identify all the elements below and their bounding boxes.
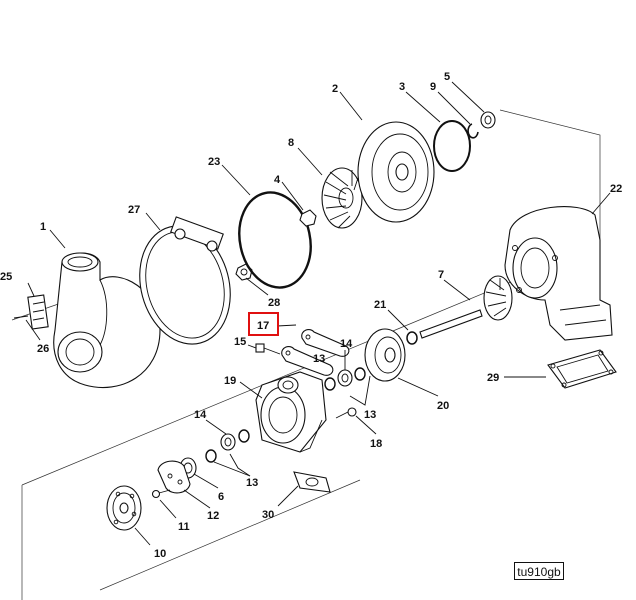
callout-9: 9 — [430, 81, 436, 93]
callout-25: 25 — [0, 271, 12, 283]
o-ring-large — [238, 191, 312, 289]
heat-shield — [364, 328, 406, 382]
callout-13-lower: 13 — [246, 477, 258, 489]
callout-14-lower: 14 — [194, 409, 207, 421]
callout-4: 4 — [274, 174, 281, 186]
seal-ring-large — [433, 120, 471, 172]
leader-lines — [25, 81, 611, 546]
callout-29: 29 — [487, 372, 499, 384]
callout-11: 11 — [178, 521, 190, 533]
turbine-gasket — [547, 349, 617, 389]
callout-28: 28 — [268, 297, 280, 309]
callout-3: 3 — [399, 81, 405, 93]
callout-12: 12 — [207, 510, 219, 522]
callout-5: 5 — [444, 71, 450, 83]
thrust-plate-small — [157, 460, 191, 494]
screw-11 — [151, 489, 171, 499]
callout-13-right: 13 — [364, 409, 376, 421]
callout-18: 18 — [370, 438, 382, 450]
figure-code-label: tu910gb — [514, 562, 564, 580]
callout-30: 30 — [262, 509, 274, 521]
callout-13-plate: 13 — [313, 353, 325, 365]
clamp-nut — [235, 263, 253, 281]
callout-15: 15 — [234, 336, 246, 348]
callout-8: 8 — [288, 137, 294, 149]
compressor-backplate — [357, 121, 435, 223]
compressor-wheel — [321, 167, 363, 229]
v-band-clamp — [139, 216, 231, 345]
callout-20: 20 — [437, 400, 449, 412]
callout-26: 26 — [37, 343, 49, 355]
callout-17: 17 — [257, 320, 269, 332]
impeller-nut — [299, 209, 317, 227]
compressor-housing — [53, 252, 161, 389]
callout-6: 6 — [218, 491, 224, 503]
callout-labels: 1 2 3 4 5 6 7 8 9 10 11 12 13 13 13 14 1… — [0, 71, 622, 560]
callout-17-highlight — [248, 312, 279, 336]
piston-ring — [406, 331, 418, 345]
bearing-upper — [324, 367, 366, 391]
thrust-collar — [480, 111, 496, 129]
bolt-15 — [255, 343, 281, 355]
callout-19: 19 — [224, 375, 236, 387]
turbine-housing — [504, 206, 613, 341]
data-plate — [13, 294, 49, 330]
bearing-lower — [205, 429, 250, 463]
bearing-housing — [255, 371, 327, 453]
callout-22: 22 — [610, 183, 622, 195]
thrust-plates — [281, 329, 350, 376]
callout-1: 1 — [40, 221, 46, 233]
snap-ring — [467, 123, 479, 139]
bolt-18 — [335, 407, 357, 419]
turbine-wheel-shaft — [419, 275, 513, 339]
callout-7: 7 — [438, 269, 444, 281]
seal-plate — [106, 485, 142, 531]
callout-23: 23 — [208, 156, 220, 168]
callout-2: 2 — [332, 83, 338, 95]
oil-drain-gasket — [293, 471, 331, 493]
callout-10: 10 — [154, 548, 166, 560]
callout-14-upper: 14 — [340, 338, 353, 350]
callout-27: 27 — [128, 204, 140, 216]
callout-21: 21 — [374, 299, 386, 311]
